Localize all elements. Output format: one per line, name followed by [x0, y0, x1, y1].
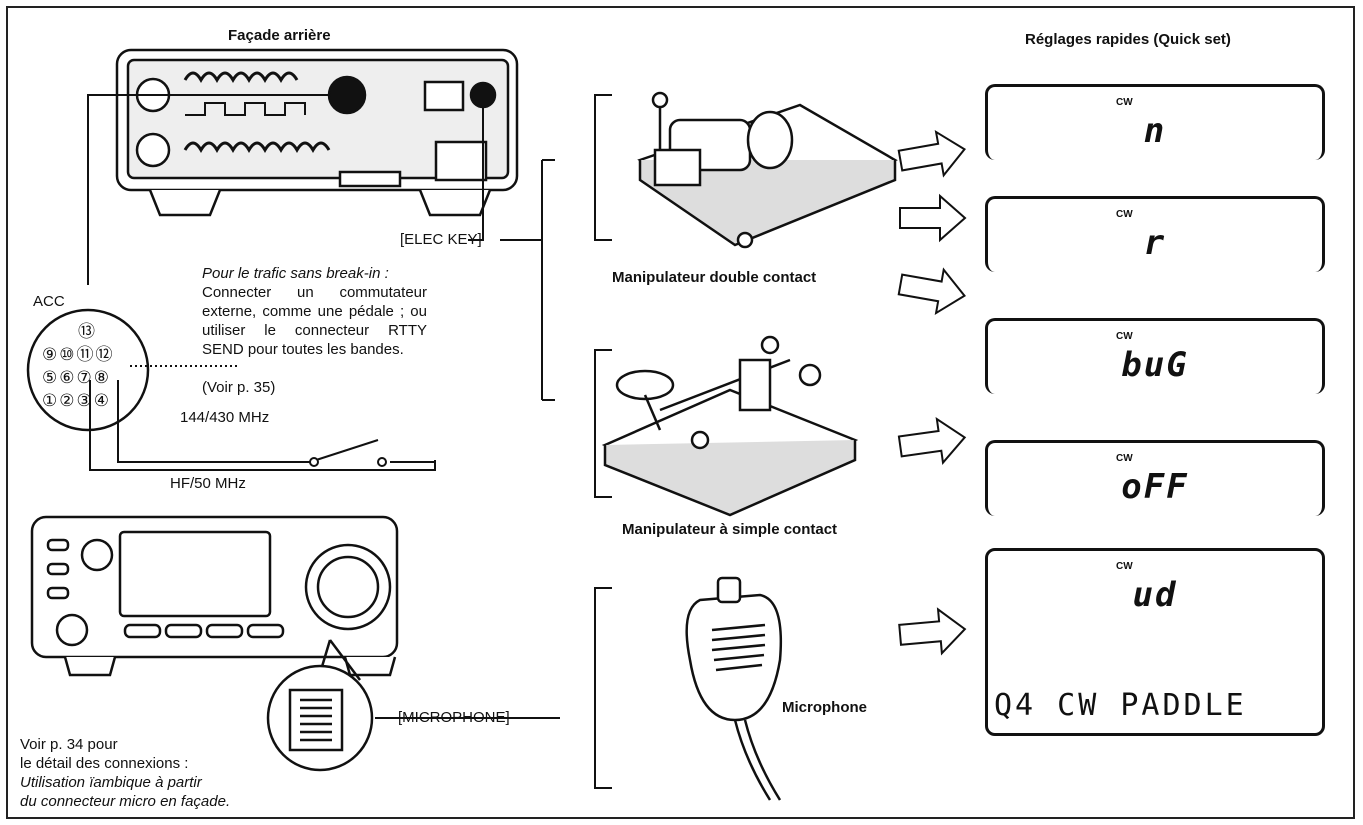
lcd-display: CW buG: [985, 318, 1325, 394]
arrow-icons: [897, 128, 969, 657]
lcd-value: buG: [988, 345, 1322, 385]
elec-key-label: [ELEC KEY]: [400, 230, 482, 249]
connections-note-line4: du connecteur micro en façade.: [20, 792, 230, 811]
microphone-jack-label: [MICROPHONE]: [398, 708, 510, 727]
lcd-display: CW r: [985, 196, 1325, 272]
lcd-display: CW n: [985, 84, 1325, 160]
connections-note-line1: Voir p. 34 pour: [20, 735, 118, 754]
single-contact-key-illustration: [605, 337, 855, 515]
quick-set-title: Réglages rapides (Quick set): [1025, 30, 1231, 49]
lcd-mode: CW: [1116, 97, 1133, 108]
band-144-label: 144/430 MHz: [180, 408, 269, 427]
lcd-bottom-text: Q4 CW PADDLE: [994, 688, 1247, 723]
lcd-display: CW ud Q4 CW PADDLE: [985, 548, 1325, 736]
microphone-illustration: [687, 578, 781, 800]
acc-pin-13: ⑬: [78, 322, 95, 341]
connections-note-line2: le détail des connexions :: [20, 754, 188, 773]
lcd-value: n: [988, 111, 1322, 151]
acc-pin-row: ⑤⑥⑦⑧: [42, 368, 111, 387]
breakin-see-page: (Voir p. 35): [202, 378, 275, 397]
rear-panel-title: Façade arrière: [228, 26, 331, 45]
lcd-mode: CW: [1116, 209, 1133, 220]
lcd-mode: CW: [1116, 453, 1133, 464]
acc-label: ACC: [33, 292, 65, 311]
acc-pin-row: ⑨⑩⑪⑫: [42, 345, 115, 364]
double-key-label: Manipulateur double contact: [612, 268, 816, 287]
single-key-label: Manipulateur à simple contact: [622, 520, 837, 539]
lcd-display: CW oFF: [985, 440, 1325, 516]
lcd-value: ud: [988, 575, 1322, 615]
breakin-body: Connecter un commutateur externe, comme …: [202, 283, 427, 359]
lcd-mode: CW: [1116, 561, 1133, 572]
breakin-heading: Pour le trafic sans break-in :: [202, 264, 389, 283]
connections-note-line3: Utilisation ïambique à partir: [20, 773, 202, 792]
lcd-value: r: [988, 223, 1322, 263]
band-hf-label: HF/50 MHz: [170, 474, 246, 493]
rear-panel-illustration: [117, 50, 517, 215]
lcd-value: oFF: [988, 467, 1322, 507]
double-contact-key-illustration: [640, 93, 895, 247]
lcd-mode: CW: [1116, 331, 1133, 342]
front-panel-illustration: [32, 517, 397, 675]
acc-pin-row: ①②③④: [42, 391, 111, 410]
microphone-label: Microphone: [782, 698, 867, 717]
